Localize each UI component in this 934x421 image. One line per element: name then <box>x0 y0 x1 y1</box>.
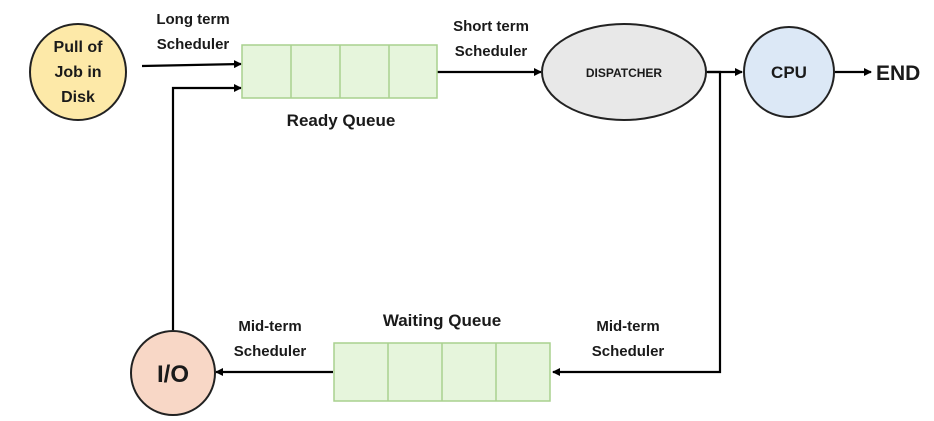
edge-labels: Long term Scheduler Short term Scheduler… <box>156 11 664 360</box>
job-pool-node: Pull of Job in Disk <box>29 23 127 121</box>
mid-term-scheduler-right-line-2: Scheduler <box>592 343 665 360</box>
arrow-io-to-ready <box>171 84 242 330</box>
job-pool-line-1: Pull of <box>54 39 104 56</box>
io-node: I/O <box>130 330 216 416</box>
mid-term-scheduler-left-line-2: Scheduler <box>234 343 307 360</box>
connectors <box>141 60 872 376</box>
ready-queue-label: Ready Queue <box>287 111 396 130</box>
cpu-label: CPU <box>771 63 807 82</box>
waiting-queue: Waiting Queue <box>333 311 551 402</box>
arrow-pool-to-ready <box>141 60 242 69</box>
end-label: END <box>876 62 920 85</box>
short-term-scheduler-line-1: Short term <box>453 18 529 35</box>
dispatcher-node: DISPATCHER <box>541 23 707 121</box>
job-pool-line-3: Disk <box>61 89 95 106</box>
job-pool-line-2: Job in <box>54 64 101 81</box>
cpu-circle <box>743 26 835 118</box>
arrow-dispatcher-to-waiting <box>552 70 722 376</box>
cpu-node: CPU <box>743 26 835 118</box>
mid-term-scheduler-left-line-1: Mid-term <box>238 318 301 335</box>
long-term-scheduler-line-2: Scheduler <box>157 36 230 53</box>
dispatcher-label: DISPATCHER <box>586 66 663 80</box>
short-term-scheduler-line-2: Scheduler <box>455 43 528 60</box>
long-term-scheduler-line-1: Long term <box>156 11 229 28</box>
dispatcher-ellipse <box>541 23 707 121</box>
ready-queue: Ready Queue <box>241 44 438 130</box>
io-label: I/O <box>157 361 189 388</box>
io-circle <box>130 330 216 416</box>
mid-term-scheduler-right-line-1: Mid-term <box>596 318 659 335</box>
job-pool-circle <box>29 23 127 121</box>
waiting-queue-label: Waiting Queue <box>383 311 501 330</box>
